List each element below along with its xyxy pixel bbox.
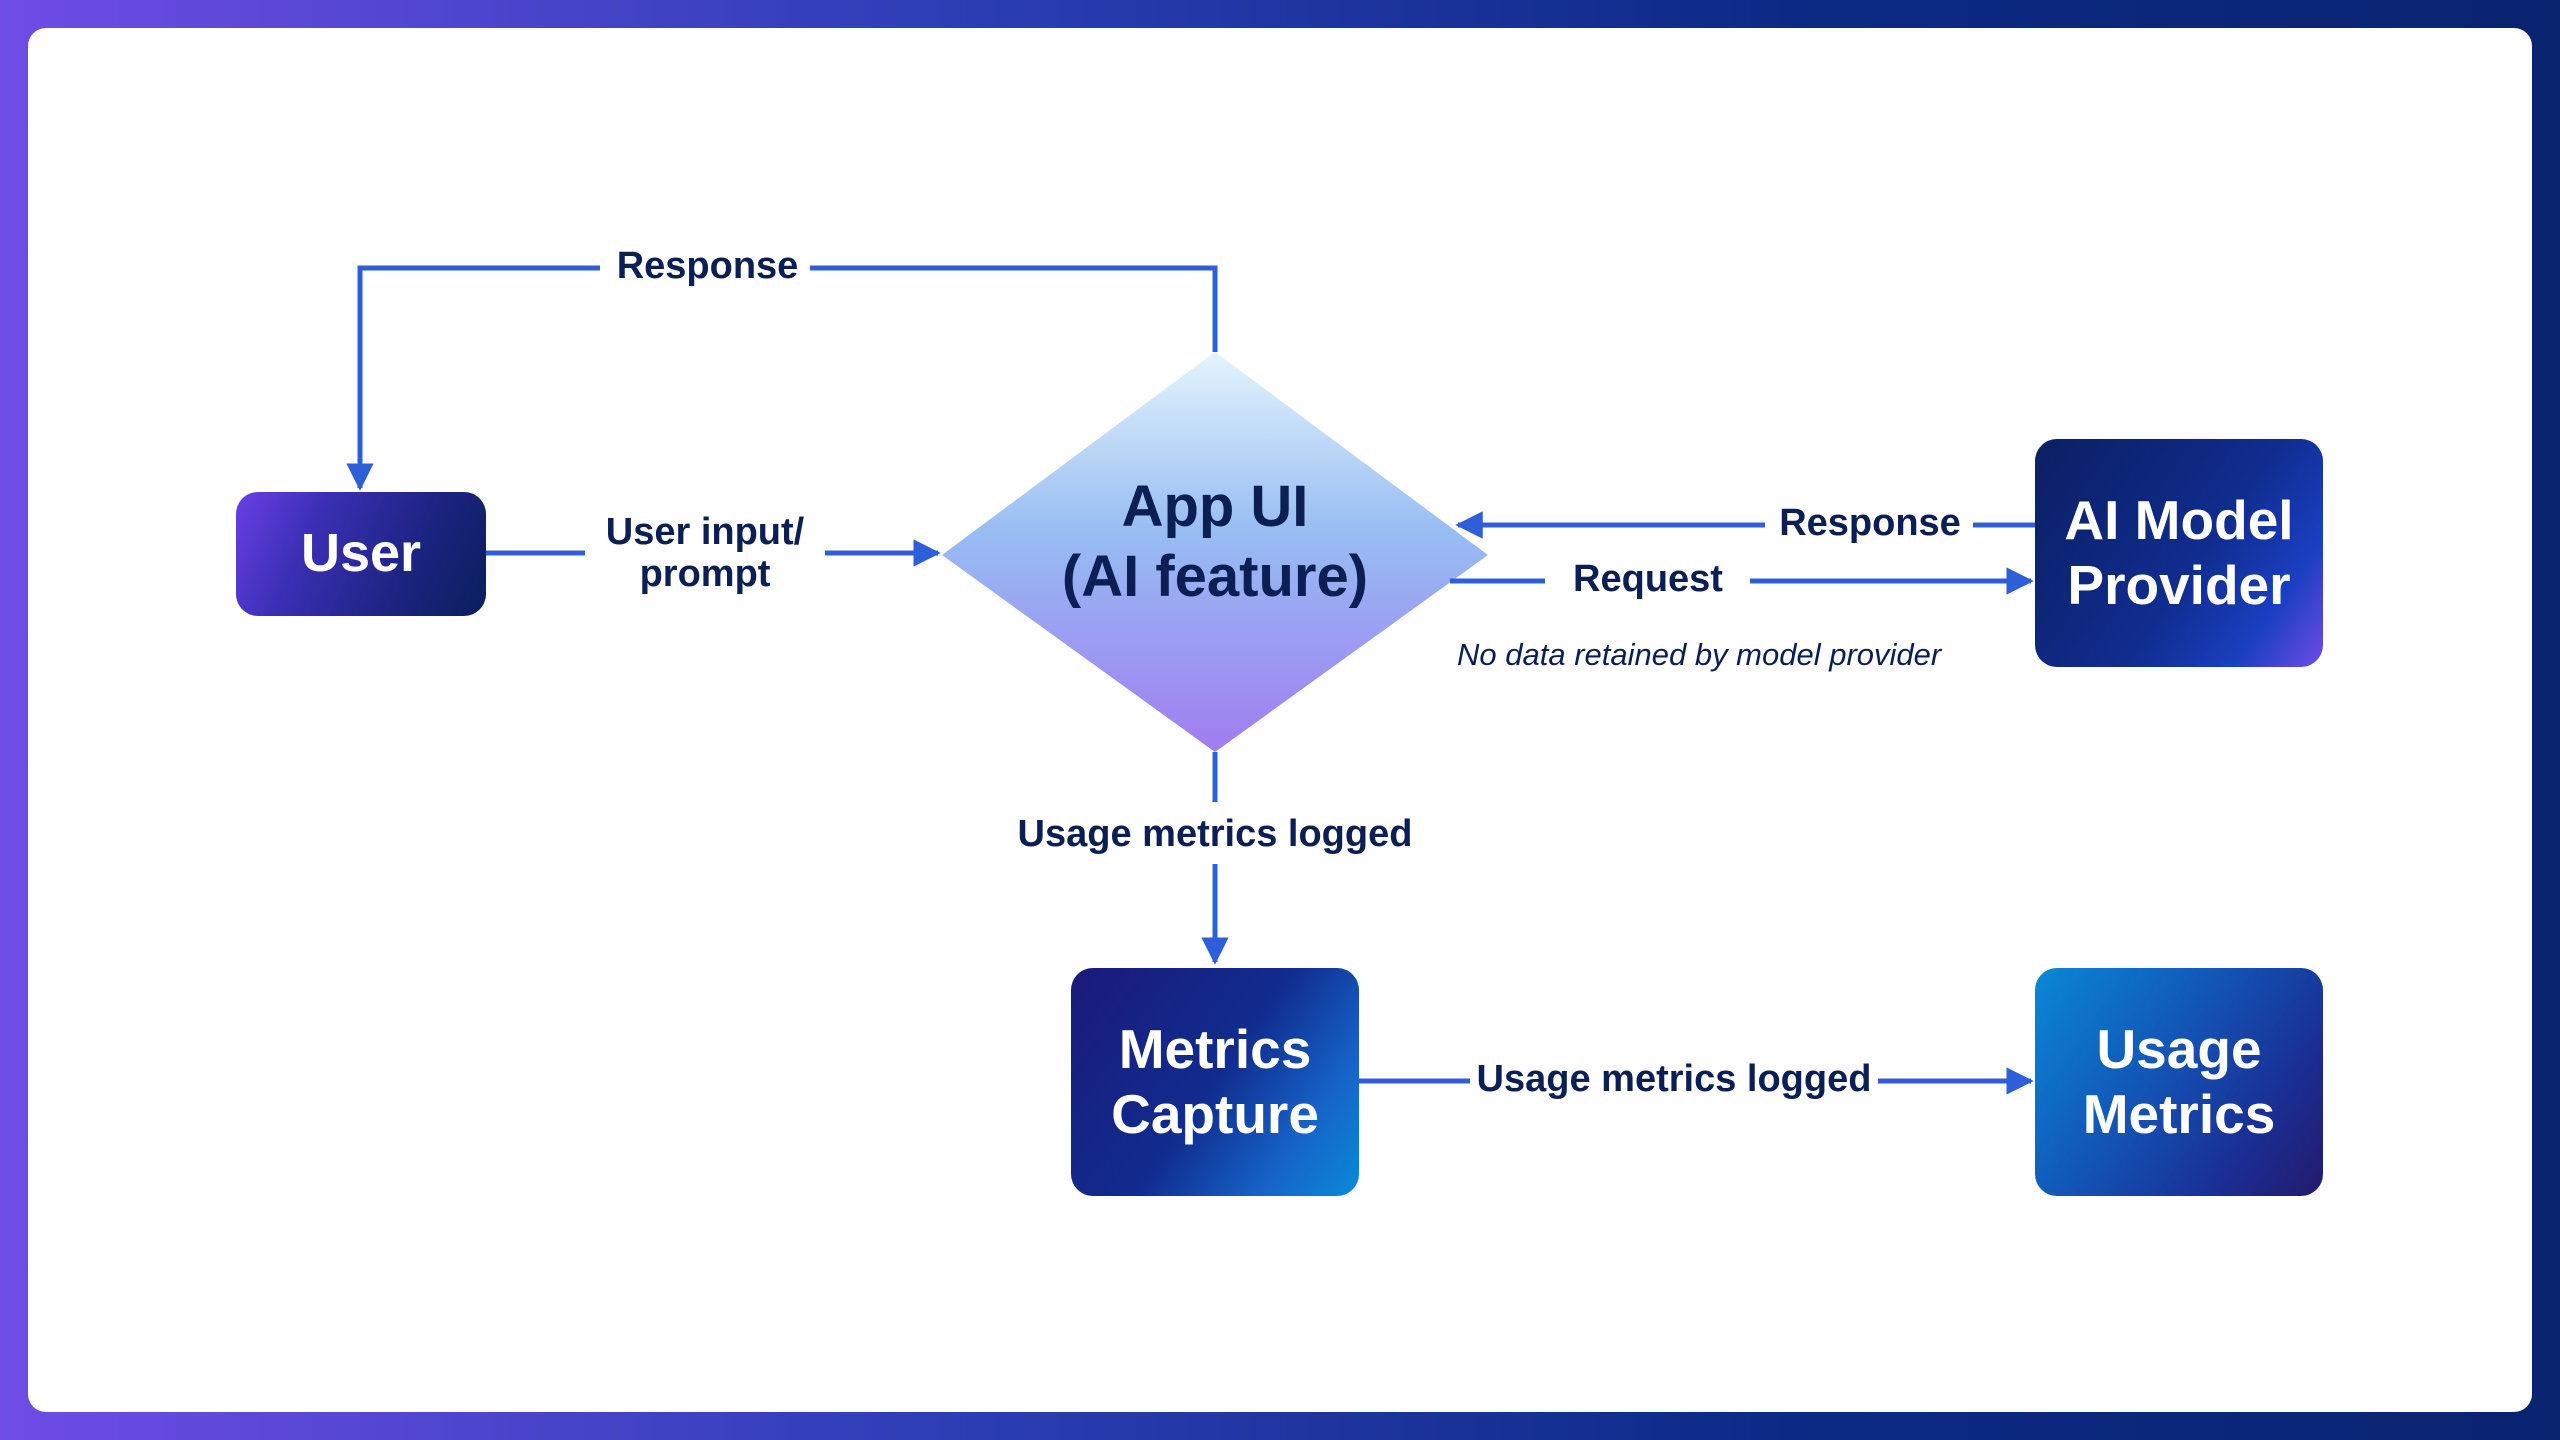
- usage-metrics-node[interactable]: Usage Metrics: [2035, 968, 2323, 1196]
- user-node-label: User: [300, 523, 422, 584]
- capture-line1: Metrics: [1118, 1018, 1312, 1081]
- user-input-line1: User input/: [605, 511, 805, 553]
- edge-response-to-user: [360, 265, 1218, 488]
- edge-label-user-input: User input/ prompt: [586, 511, 824, 596]
- edge-label-response-provider: Response: [1779, 502, 1961, 544]
- usage-line1: Usage: [2096, 1018, 2262, 1081]
- edge-label-response-top: Response: [616, 245, 799, 287]
- provider-line2: Provider: [2067, 554, 2291, 616]
- user-node[interactable]: User: [236, 492, 486, 616]
- app-ui-diamond[interactable]: [942, 352, 1488, 752]
- ai-model-provider-node[interactable]: AI Model Provider: [2035, 439, 2323, 667]
- provider-line1: AI Model: [2064, 489, 2294, 552]
- app-ui-label: App UI (AI feature): [950, 472, 1480, 611]
- edge-label-usage-right: Usage metrics logged: [1476, 1058, 1872, 1100]
- metrics-capture-node[interactable]: Metrics Capture: [1071, 968, 1359, 1196]
- app-ui-line2: (AI feature): [1061, 543, 1369, 609]
- capture-line2: Capture: [1111, 1083, 1319, 1145]
- app-ui-line1: App UI: [1121, 474, 1309, 539]
- edge-label-request: Request: [1573, 558, 1723, 600]
- usage-line2: Metrics: [2082, 1083, 2276, 1145]
- user-input-line2: prompt: [639, 552, 771, 595]
- no-retention-note: No data retained by model provider: [1457, 637, 1942, 672]
- edge-label-usage-down: Usage metrics logged: [1017, 813, 1413, 855]
